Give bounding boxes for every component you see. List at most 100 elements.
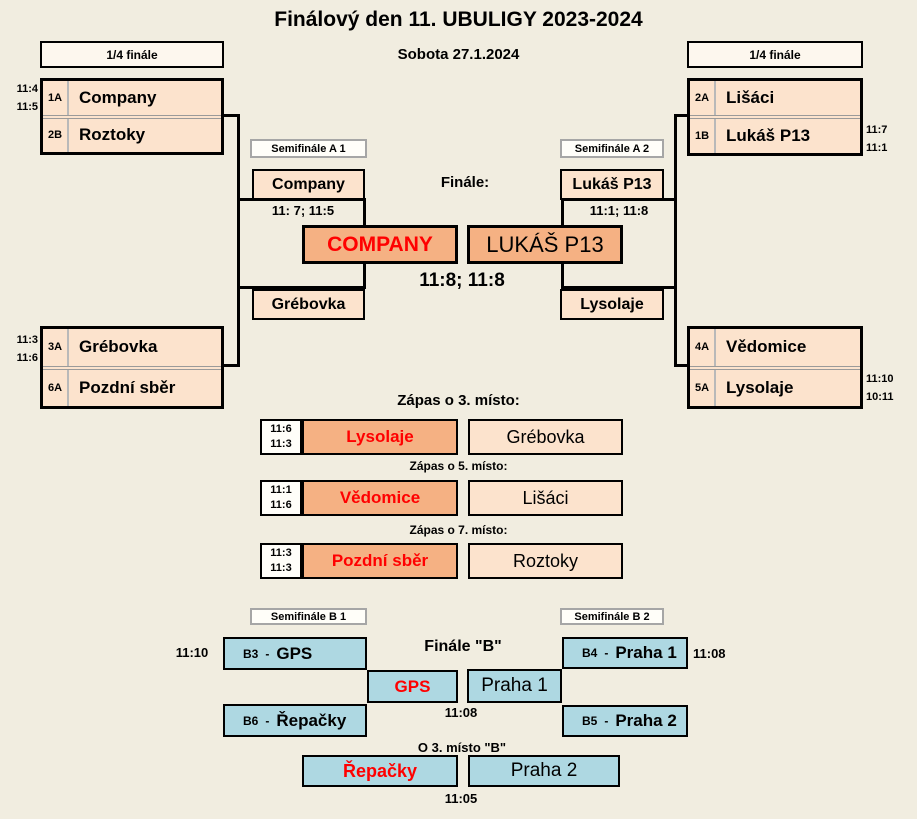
team-seed: 2B	[43, 118, 69, 152]
b-team-b3: B3 - GPS	[223, 637, 367, 670]
team-name: Praha 2	[615, 711, 677, 730]
team-seed: 5A	[690, 369, 716, 406]
score-value: 11:3	[16, 334, 38, 346]
team-name: Pozdní sběr	[79, 377, 176, 397]
team-seed: 3A	[43, 329, 69, 366]
connector-line	[674, 364, 687, 367]
semifinal-a1-team-top: Company	[252, 169, 365, 200]
final-score: 11:8; 11:8	[419, 270, 505, 291]
b-team-b4: B4 - Praha 1	[562, 637, 688, 669]
semifinal-a1-label: Semifinále A 1	[250, 139, 367, 158]
seed-separator: -	[265, 713, 270, 728]
seed-separator: -	[604, 714, 609, 728]
qf-bottom-left-scores: 11:3 11:6	[6, 331, 38, 367]
team-name: Company	[79, 87, 157, 107]
team-seed: B3	[243, 646, 259, 661]
team-row: 6A Pozdní sběr	[43, 369, 221, 406]
qf-top-left-scores: 11:4 11:5	[6, 80, 38, 116]
final-b-score: 11:08	[444, 705, 478, 720]
qf-top-right-scores: 11:7 11:1	[866, 121, 908, 157]
placement-heading-7th: Zápas o 7. místo:	[409, 523, 508, 537]
seed-separator: -	[604, 646, 609, 660]
placement-winner-7th: Pozdní sběr	[302, 543, 458, 579]
semifinal-b1-label: Semifinále B 1	[250, 608, 367, 625]
qf-box-bottom-right: 4A Vědomice 5A Lysolaje	[687, 326, 863, 409]
semifinal-a2-team-top: Lukáš P13	[560, 169, 664, 200]
placement-score-3rd: 11:6 11:3	[260, 419, 302, 455]
connector-line	[674, 114, 687, 117]
qf-box-top-left: 1A Company 2B Roztoky	[40, 78, 224, 155]
score-value: 11:6	[16, 352, 38, 364]
semifinal-b2-score: 11:08	[693, 646, 726, 661]
team-seed: 1A	[43, 81, 69, 115]
team-name: Vědomice	[726, 337, 807, 357]
team-name: Lysolaje	[726, 377, 794, 397]
placement-winner-3rd: Lysolaje	[302, 419, 458, 455]
page-title: Finálový den 11. UBULIGY 2023-2024	[274, 8, 643, 31]
score-value: 11:6	[270, 423, 292, 435]
team-row: 2B Roztoky	[43, 118, 221, 152]
score-value: 11:3	[270, 547, 292, 559]
b-team-b6: B6 - Řepačky	[223, 704, 367, 737]
team-name: Lukáš P13	[726, 126, 811, 145]
score-value: 11:4	[16, 83, 38, 95]
semifinal-a1-team-bottom: Grébovka	[252, 289, 365, 320]
qf-box-bottom-left: 3A Grébovka 6A Pozdní sběr	[40, 326, 224, 409]
semifinal-b2-label: Semifinále B 2	[560, 608, 664, 625]
score-value: 10:11	[866, 391, 894, 403]
semifinal-b1-score: 11:10	[175, 645, 209, 660]
team-row: 2A Lišáci	[690, 81, 860, 119]
placement-score-5th: 11:1 11:6	[260, 480, 302, 516]
semifinal-a2-team-bottom: Lysolaje	[560, 289, 664, 320]
team-name: Roztoky	[79, 125, 146, 145]
team-seed: B4	[582, 646, 598, 660]
page-subtitle: Sobota 27.1.2024	[397, 46, 520, 63]
third-b-winner-box: Řepačky	[302, 755, 458, 787]
final-b-heading: Finále "B"	[424, 638, 502, 655]
team-seed: 4A	[690, 329, 716, 366]
team-seed: B5	[582, 714, 598, 728]
placement-loser-7th: Roztoky	[468, 543, 623, 579]
third-b-runner-up-box: Praha 2	[468, 755, 620, 787]
placement-score-7th: 11:3 11:3	[260, 543, 302, 579]
team-name: Grébovka	[79, 337, 158, 357]
placement-heading-3rd: Zápas o 3. místo:	[397, 392, 520, 409]
score-value: 11:1	[270, 484, 292, 496]
team-row: 5A Lysolaje	[690, 369, 860, 406]
connector-line	[224, 114, 240, 117]
final-label: Finále:	[440, 174, 490, 191]
team-name: Praha 1	[615, 643, 677, 662]
team-row: 1B Lukáš P13	[690, 119, 860, 153]
score-value: 11:5	[16, 101, 38, 113]
seed-separator: -	[265, 646, 270, 661]
team-seed: 6A	[43, 369, 69, 406]
placement-loser-5th: Lišáci	[468, 480, 623, 516]
final-winner-box: COMPANY	[302, 225, 458, 264]
b-team-b5: B5 - Praha 2	[562, 705, 688, 737]
placement-loser-3rd: Grébovka	[468, 419, 623, 455]
score-value: 11:3	[270, 562, 292, 574]
semifinal-a2-score: 11:1; 11:8	[589, 203, 649, 218]
final-b-runner-up-box: Praha 1	[467, 669, 562, 703]
semifinal-a2-label: Semifinále A 2	[560, 139, 664, 158]
team-seed: 2A	[690, 81, 716, 115]
connector-line	[224, 364, 240, 367]
semifinal-a1-score: 11: 7; 11:5	[271, 203, 335, 218]
score-value: 11:7	[866, 124, 888, 136]
team-row: 3A Grébovka	[43, 329, 221, 370]
third-b-score: 11:05	[444, 791, 478, 806]
placement-heading-5th: Zápas o 5. místo:	[409, 459, 508, 473]
score-value: 11:10	[866, 373, 894, 385]
score-value: 11:6	[270, 499, 292, 511]
qf-box-top-right: 2A Lišáci 1B Lukáš P13	[687, 78, 863, 156]
team-row: 4A Vědomice	[690, 329, 860, 370]
team-name: Lišáci	[726, 88, 775, 107]
placement-winner-5th: Vědomice	[302, 480, 458, 516]
team-seed: 1B	[690, 119, 716, 153]
qf-header-right: 1/4 finále	[687, 41, 863, 68]
team-row: 1A Company	[43, 81, 221, 119]
qf-header-left: 1/4 finále	[40, 41, 224, 68]
final-runner-up-box: LUKÁŠ P13	[467, 225, 623, 264]
score-value: 11:3	[270, 438, 292, 450]
